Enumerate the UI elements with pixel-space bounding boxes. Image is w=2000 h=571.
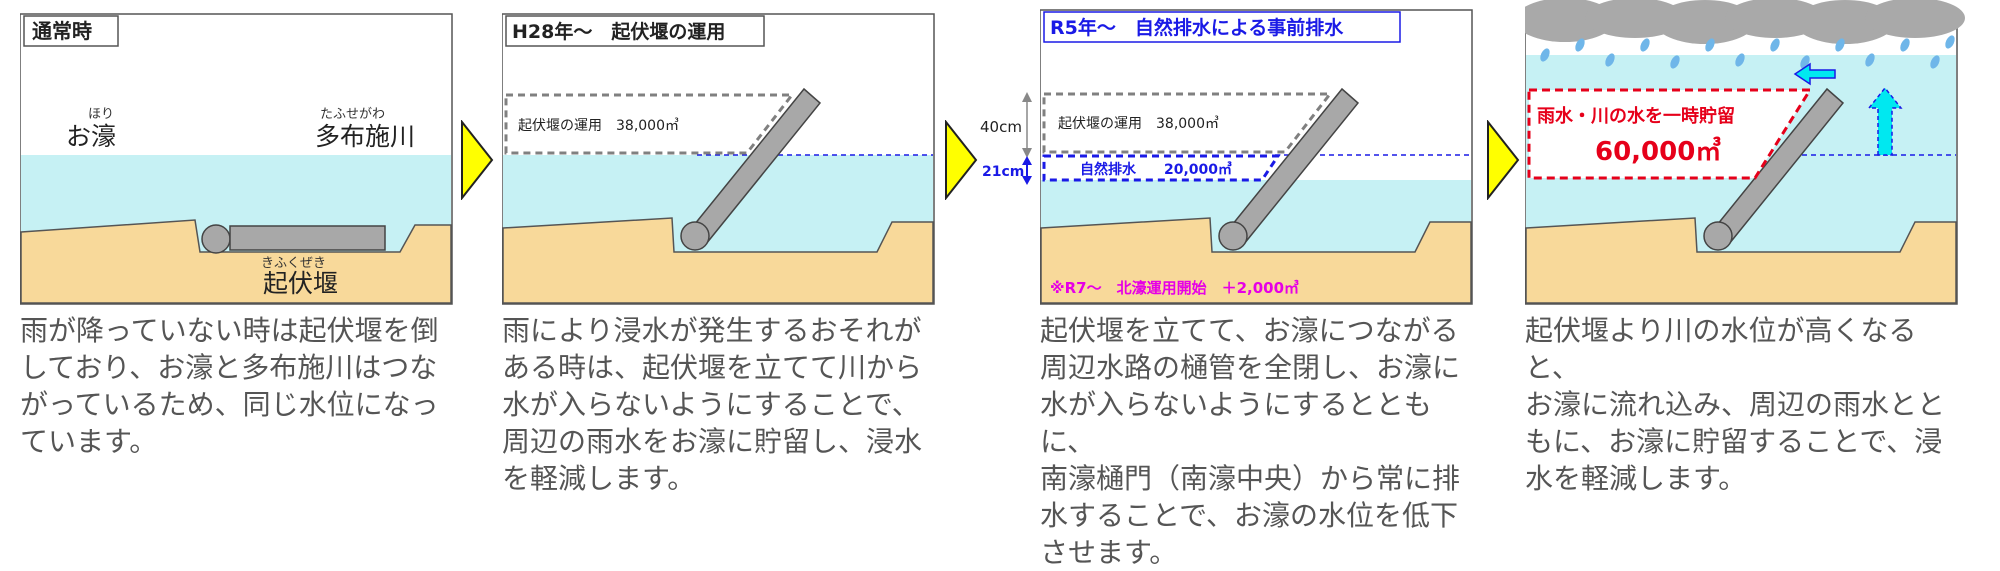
storage-label-lower: 自然排水 20,000㎥: [1080, 161, 1232, 178]
rain-icon: [1540, 35, 1955, 69]
caption-line: 雨により浸水が発生するおそれが: [502, 314, 922, 347]
panel-h28-diagram: 起伏堰の運用 38,000㎥ H28年～ 起伏堰の運用: [502, 13, 935, 305]
caption-line: しており、お濠と多布施川はつな: [20, 351, 438, 384]
caption: 起伏堰より川の水位が高くなると、 お濠に流れ込み、周辺の雨水とと もに、お濠に貯…: [1525, 312, 1953, 497]
weir-hinge: [1218, 221, 1248, 251]
caption-line: 雨が降っていない時は起伏堰を倒: [20, 314, 439, 347]
caption-line: 起伏堰を立てて、お濠につながる: [1040, 314, 1459, 347]
moat-ruby: ほり: [88, 107, 114, 122]
weir-label: 起伏堰: [263, 269, 338, 298]
storage-label: 起伏堰の運用 38,000㎥: [518, 118, 679, 134]
caption-line: もに、お濠に貯留することで、浸: [1525, 425, 1943, 458]
weir-hinge: [1703, 221, 1733, 251]
caption-line: 水が入らないようにするとともに、: [1040, 388, 1432, 458]
caption-line: 周辺の雨水をお濠に貯留し、浸水: [502, 425, 923, 458]
moat-label: お濠: [66, 122, 116, 151]
caption-line: 水を軽減します。: [1525, 462, 1747, 495]
weir-gate: [229, 225, 386, 251]
panel-normal-diagram: 通常時 ほり お濠 たふせがわ 多布施川 きふくぜき 起伏堰: [20, 13, 453, 305]
weir-ruby: きふくぜき: [261, 256, 326, 271]
caption: 起伏堰を立てて、お濠につながる 周辺水路の樋管を全閉し、お濠に 水が入らないよう…: [1040, 312, 1468, 571]
river-label: 多布施川: [315, 122, 415, 151]
storage-box: [1527, 88, 1813, 180]
step-arrow: [945, 120, 978, 200]
caption-line: 水することで、お濠の水位を低下: [1040, 499, 1459, 532]
cloud-icon: [1525, 0, 1965, 44]
dim-bottom-label: 21cm: [982, 164, 1024, 180]
weir-hinge: [201, 224, 231, 254]
ground: [502, 217, 934, 304]
caption-line: 周辺水路の樋管を全閉し、お濠に: [1040, 351, 1461, 384]
panel-title: H28年～ 起伏堰の運用: [512, 20, 725, 43]
ground: [1525, 217, 1957, 304]
panel-h28: 起伏堰の運用 38,000㎥ H28年～ 起伏堰の運用 雨により浸水が発生するお…: [502, 0, 935, 533]
ground: [1040, 217, 1472, 304]
storage-box-lower: [1042, 154, 1281, 182]
panel-normal: 通常時 ほり お濠 たふせがわ 多布施川 きふくぜき 起伏堰 雨が降っていない時…: [20, 0, 453, 533]
panel-title: R5年～ 自然排水による事前排水: [1050, 16, 1344, 39]
caption-line: ています。: [20, 425, 158, 458]
caption-line: がっているため、同じ水位になっ: [20, 388, 439, 421]
note-text: ※R7～ 北濠運用開始 ＋2,000㎥: [1050, 279, 1299, 297]
step-arrow: [461, 120, 494, 200]
caption-line: 起伏堰より川の水位が高くなると、: [1525, 314, 1917, 384]
caption-line: ある時は、起伏堰を立てて川から: [502, 351, 923, 384]
river-ruby: たふせがわ: [320, 107, 385, 122]
caption-line: 水が入らないようにすることで、: [502, 388, 920, 421]
panel-title: 通常時: [32, 19, 92, 43]
ground: [20, 219, 452, 304]
dimension-markers: 40cm 21cm: [980, 92, 1032, 185]
caption-line: お濠に流れ込み、周辺の雨水とと: [1525, 388, 1946, 421]
panel-r5-diagram: 起伏堰の運用 38,000㎥ 自然排水 20,000㎥ R5年～ 自然排水による…: [1040, 9, 1473, 305]
rising-arrow-icon: [1867, 86, 1903, 156]
overflow-arrow-icon: [1793, 62, 1836, 86]
storage-label-line2: 60,000㎥: [1595, 136, 1721, 167]
title-box: [23, 15, 119, 47]
caption-line: させます。: [1040, 536, 1178, 569]
panel-storage-diagram: 雨水・川の水を一時貯留 60,000㎥: [1525, 0, 1965, 305]
title-box: [1043, 11, 1401, 43]
caption: 雨が降っていない時は起伏堰を倒 しており、お濠と多布施川はつな がっているため、…: [20, 312, 448, 460]
caption-line: を軽減します。: [502, 462, 696, 495]
caption: 雨により浸水が発生するおそれが ある時は、起伏堰を立てて川から 水が入らないよう…: [502, 312, 930, 497]
weir-hinge: [680, 221, 710, 251]
dim-top-label: 40cm: [980, 118, 1022, 136]
panel-r5: 起伏堰の運用 38,000㎥ 自然排水 20,000㎥ R5年～ 自然排水による…: [1040, 0, 1473, 569]
title-box: [505, 15, 765, 47]
step-arrow: [1487, 120, 1520, 200]
panel-storage: 雨水・川の水を一時貯留 60,000㎥ 起伏堰より川の水位が高くなると、 お濠に…: [1525, 0, 1965, 533]
storage-label-line1: 雨水・川の水を一時貯留: [1537, 105, 1735, 127]
storage-label-upper: 起伏堰の運用 38,000㎥: [1058, 116, 1219, 132]
caption-line: 南濠樋門（南濠中央）から常に排: [1040, 462, 1461, 495]
